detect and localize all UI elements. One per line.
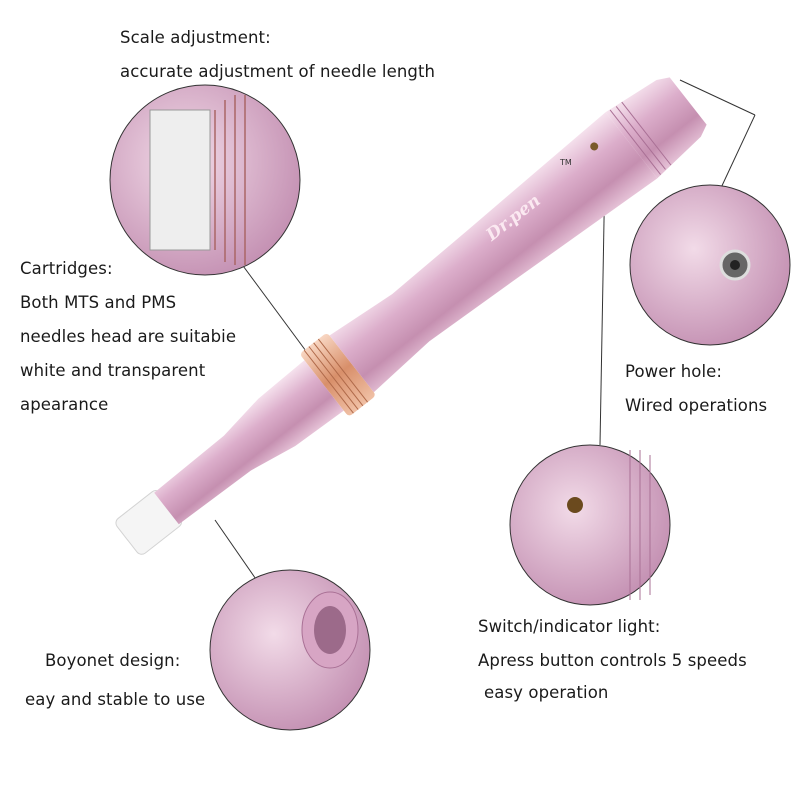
cartridges-line: Both MTS and PMS xyxy=(20,293,177,312)
bayonet-desc: eay and stable to use xyxy=(25,690,206,709)
pen-body xyxy=(115,77,707,555)
scale-desc: accurate adjustment of needle length xyxy=(120,62,436,81)
inset-power-hole xyxy=(629,184,791,346)
bayonet-title: Boyonet design: xyxy=(45,651,181,670)
cartridges-line: needles head are suitabie xyxy=(20,327,237,346)
inset-switch xyxy=(509,444,671,606)
inset-bayonet xyxy=(209,569,371,731)
scale-title: Scale adjustment: xyxy=(120,28,271,47)
inset-scale xyxy=(109,84,301,276)
cartridges-title: Cartridges: xyxy=(20,259,113,278)
cartridges-line: white and transparent xyxy=(20,361,206,380)
power-title: Power hole: xyxy=(625,362,723,381)
switch-line2: easy operation xyxy=(484,683,609,702)
indicator-light xyxy=(590,142,599,151)
cartridges-line: apearance xyxy=(20,395,109,414)
trademark: TM xyxy=(560,158,572,167)
power-desc: Wired operations xyxy=(625,396,768,415)
switch-title: Switch/indicator light: xyxy=(478,617,661,636)
switch-line1: Apress button controls 5 speeds xyxy=(478,651,747,670)
